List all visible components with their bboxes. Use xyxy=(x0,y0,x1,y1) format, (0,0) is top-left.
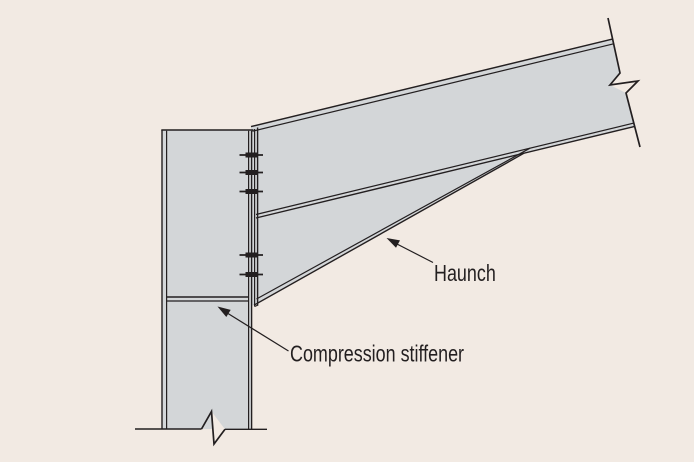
break-zigzag xyxy=(200,408,226,447)
arrowhead-icon xyxy=(386,238,400,248)
rafter-bottom-flange-inner xyxy=(255,122,634,216)
rafter-bottom-flange-outer xyxy=(255,125,635,219)
rafter xyxy=(250,17,641,219)
column-break-tear xyxy=(211,411,225,444)
haunch-label: Haunch xyxy=(434,261,496,287)
leader-line xyxy=(227,312,289,352)
steel-fills xyxy=(162,39,638,444)
bolt-head xyxy=(245,272,258,277)
compression-stiffener-label: Compression stiffener xyxy=(290,341,464,367)
bolt xyxy=(239,189,263,194)
end-plate-bottom-edge xyxy=(254,304,259,308)
column xyxy=(135,129,267,447)
bolt-head xyxy=(245,170,258,175)
bolt xyxy=(239,152,263,158)
compression-stiffener xyxy=(167,296,249,302)
rafter-top-flange-inner xyxy=(252,43,614,132)
haunch-leader-arrow xyxy=(386,238,434,264)
rafter-top-flange-outer xyxy=(250,38,613,128)
haunch xyxy=(253,147,531,306)
bolt xyxy=(239,170,263,175)
compression-stiffener-leader-arrow xyxy=(217,306,289,352)
bolt xyxy=(239,272,263,277)
column-fill xyxy=(162,130,252,429)
rafter-break-symbol xyxy=(607,17,641,148)
haunch-flange-outer xyxy=(253,152,525,306)
column-break-symbol xyxy=(135,408,267,447)
arrowhead-icon xyxy=(217,306,231,317)
haunch-flange-inner xyxy=(256,147,531,300)
bolt-group xyxy=(239,152,263,277)
bolt-head xyxy=(245,152,258,158)
bolt-head xyxy=(245,252,258,258)
leader-line xyxy=(395,242,434,264)
bolt-head xyxy=(245,189,258,194)
bolt xyxy=(239,252,263,258)
